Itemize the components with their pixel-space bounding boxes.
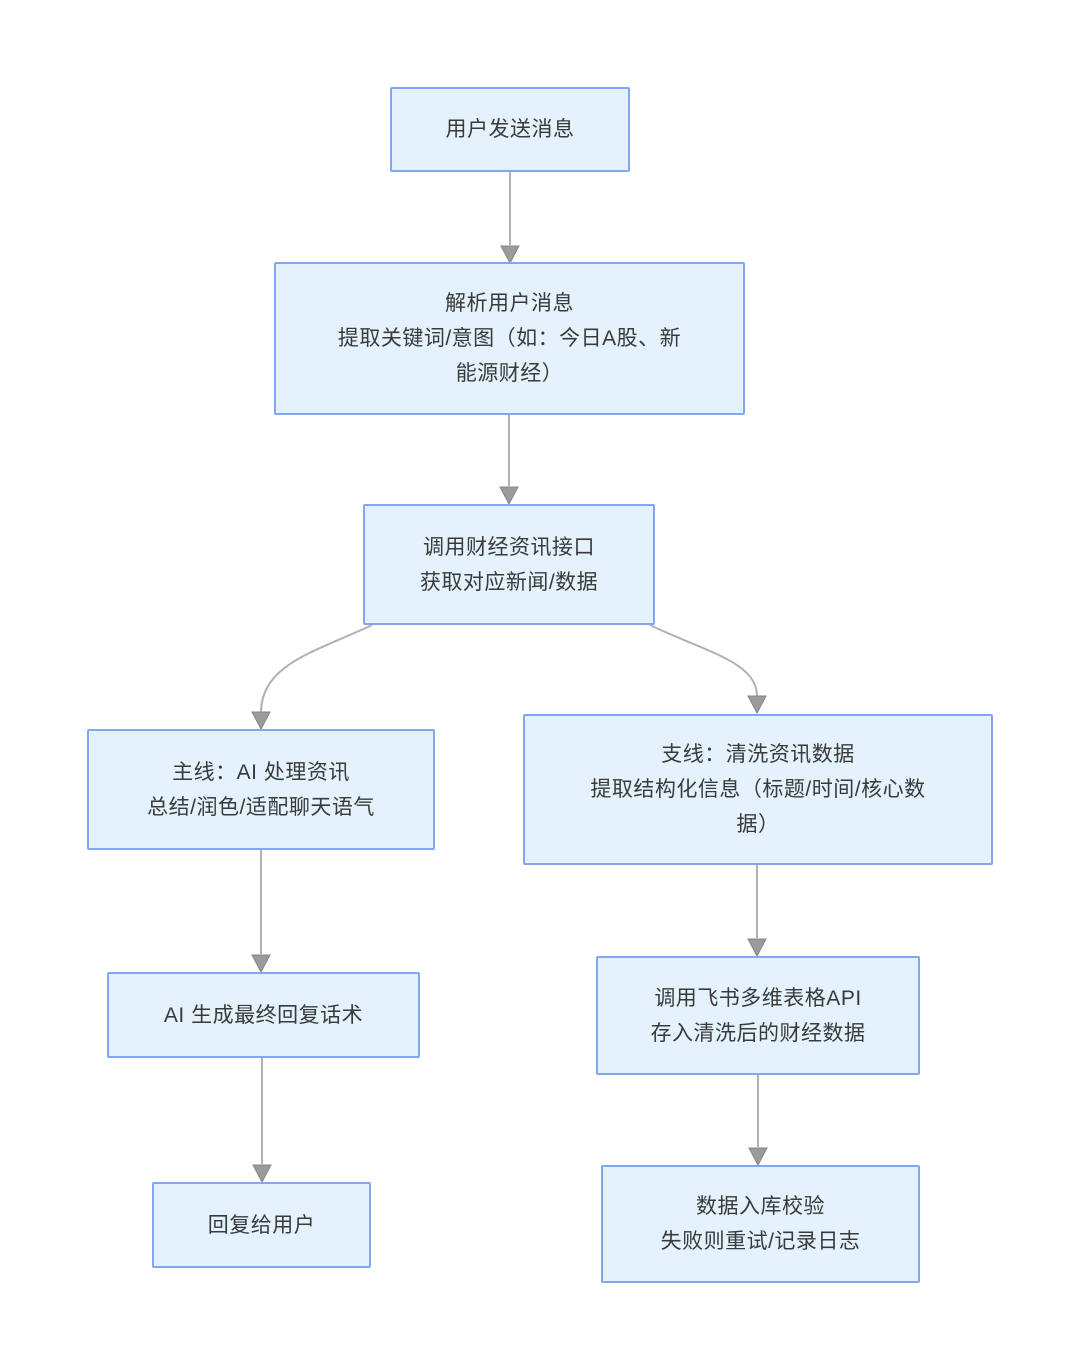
node-label: 用户发送消息 <box>392 112 628 147</box>
node-text-line: AI 生成最终回复话术 <box>163 1003 364 1027</box>
arrow-down-icon <box>251 954 271 974</box>
node-text-line: 提取结构化信息（标题/时间/核心数 <box>590 778 926 801</box>
node-text-line: 调用财经资讯接口 <box>423 535 595 559</box>
arrow-down-icon <box>252 1164 272 1184</box>
node-text-line: 失败则重试/记录日志 <box>660 1230 861 1253</box>
node-label: 主线：AI 处理资讯 总结/润色/适配聊天语气 <box>89 755 433 825</box>
node-call-finance-api: 调用财经资讯接口 获取对应新闻/数据 <box>363 504 655 625</box>
node-label: 解析用户消息 提取关键词/意图（如：今日A股、新 能源财经） <box>276 286 743 391</box>
node-text-line: 调用飞书多维表格API <box>654 986 862 1010</box>
arrow-down-icon <box>499 486 519 506</box>
node-text-line: 据） <box>736 813 780 836</box>
arrow-down-icon <box>251 711 271 731</box>
node-call-feishu-api: 调用飞书多维表格API 存入清洗后的财经数据 <box>596 956 920 1075</box>
node-text-line: 能源财经） <box>455 362 564 385</box>
edge-finance-to-branch <box>649 624 758 697</box>
node-text-line: 提取关键词/意图（如：今日A股、新 <box>337 327 682 350</box>
arrow-down-icon <box>747 938 767 958</box>
node-parse-user-message: 解析用户消息 提取关键词/意图（如：今日A股、新 能源财经） <box>274 262 745 415</box>
node-label: AI 生成最终回复话术 <box>109 998 418 1033</box>
node-text-line: 数据入库校验 <box>696 1195 825 1218</box>
node-ai-generate-reply: AI 生成最终回复话术 <box>107 972 420 1058</box>
node-text-line: 主线：AI 处理资讯 <box>172 760 350 784</box>
node-user-send-message: 用户发送消息 <box>390 87 630 172</box>
node-branch-clean-data: 支线：清洗资讯数据 提取结构化信息（标题/时间/核心数 据） <box>523 714 993 865</box>
node-main-ai-process: 主线：AI 处理资讯 总结/润色/适配聊天语气 <box>87 729 435 850</box>
node-text-line: 存入清洗后的财经数据 <box>650 1021 866 1045</box>
arrow-down-icon <box>747 695 767 715</box>
arrow-down-icon <box>748 1147 768 1167</box>
node-data-validation: 数据入库校验 失败则重试/记录日志 <box>601 1165 920 1283</box>
node-reply-to-user: 回复给用户 <box>152 1182 371 1268</box>
node-label: 调用财经资讯接口 获取对应新闻/数据 <box>365 530 653 600</box>
node-label: 回复给用户 <box>154 1208 369 1243</box>
node-text-line: 回复给用户 <box>207 1213 316 1237</box>
node-label: 支线：清洗资讯数据 提取结构化信息（标题/时间/核心数 据） <box>525 737 991 842</box>
node-label: 数据入库校验 失败则重试/记录日志 <box>603 1189 918 1259</box>
edge-finance-to-main <box>260 624 373 714</box>
node-text-line: 用户发送消息 <box>445 118 575 141</box>
node-text-line: 获取对应新闻/数据 <box>419 570 599 594</box>
node-text-line: 解析用户消息 <box>445 292 574 315</box>
node-text-line: 支线：清洗资讯数据 <box>661 743 855 766</box>
arrow-down-icon <box>500 245 520 265</box>
node-text-line: 总结/润色/适配聊天语气 <box>147 795 375 819</box>
node-label: 调用飞书多维表格API 存入清洗后的财经数据 <box>598 981 918 1051</box>
